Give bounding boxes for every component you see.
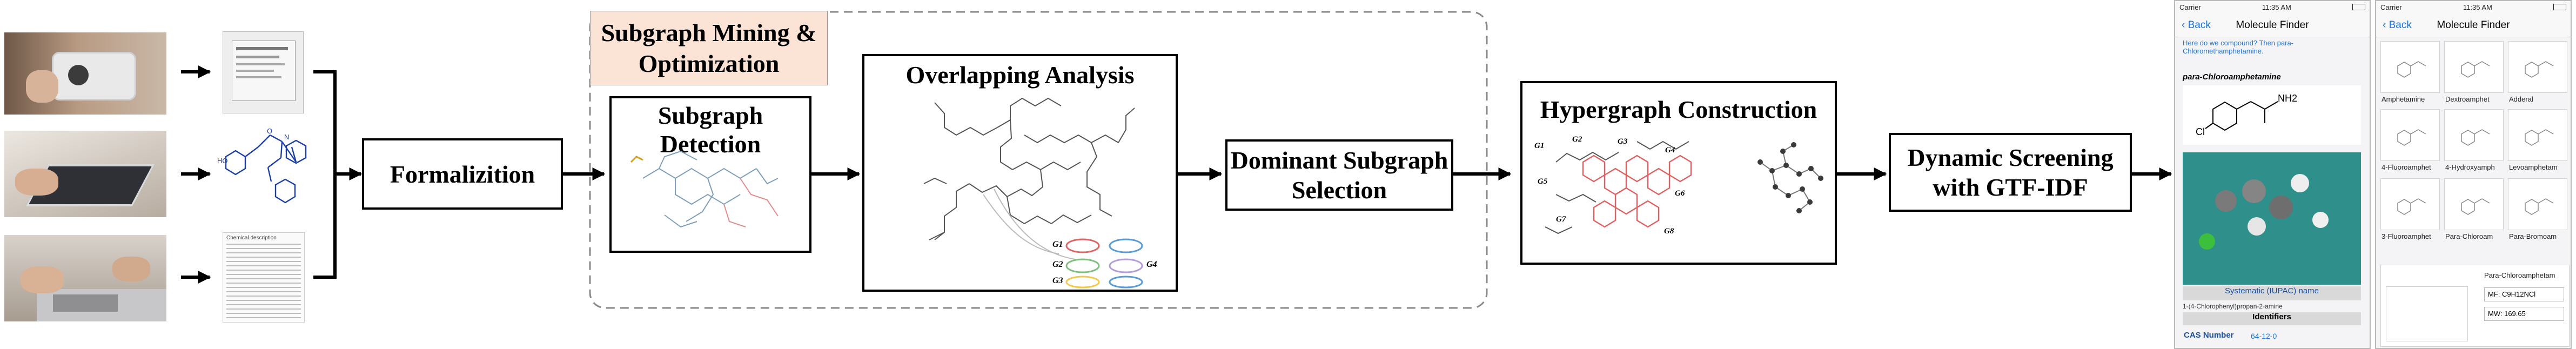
phone-screen-grid: Carrier 11:35 AM ‹ Back Molecule Finder … — [2375, 0, 2572, 349]
clock: 11:35 AM — [2262, 3, 2291, 11]
input-photo-tablet — [4, 131, 166, 217]
label-nh2: NH2 — [2278, 93, 2298, 104]
molecule-tile[interactable] — [2444, 109, 2504, 161]
hyper-node-g1: G1 — [1534, 142, 1545, 150]
status-bar: Carrier 11:35 AM — [2175, 1, 2370, 13]
svg-text:N: N — [284, 133, 289, 141]
screening-box: Dynamic Screening with GTF-IDF — [1889, 133, 2132, 212]
overlapping-analysis-label: Overlapping Analysis — [905, 61, 1135, 89]
chevron-left-icon: ‹ — [2182, 19, 2188, 31]
tile-caption: Levoamphetam — [2509, 163, 2558, 171]
cas-label: CAS Number — [2184, 331, 2234, 340]
tile-caption: 4-Hydroxyamph — [2445, 163, 2495, 171]
molecule-tile[interactable] — [2380, 41, 2440, 93]
identifiers-header: Identifiers — [2183, 312, 2361, 325]
svg-text:O: O — [267, 127, 272, 135]
molecule-tile[interactable] — [2508, 178, 2567, 230]
carrier-label: Carrier — [2179, 3, 2201, 11]
screening-label: Dynamic Screening with GTF-IDF — [1907, 143, 2114, 201]
hyper-node-g6: G6 — [1675, 189, 1685, 198]
svg-text:HO: HO — [217, 157, 228, 165]
label-cl: Cl — [2196, 126, 2205, 137]
battery-icon — [2553, 4, 2566, 10]
detail-name: Para-Chloroamphetam — [2484, 271, 2555, 279]
hyper-node-g4: G4 — [1665, 146, 1675, 155]
tile-caption: Para-Chloroam — [2445, 232, 2493, 240]
overlapping-analysis-box: Overlapping Analysis — [862, 54, 1178, 292]
phone-screen-detail: Carrier 11:35 AM ‹ Back Molecule Finder … — [2174, 0, 2371, 349]
tile-caption: 4-Fluoroamphet — [2382, 163, 2431, 171]
dominant-selection-label: Dominant Subgraph Selection — [1230, 146, 1448, 204]
mw-value: MW: 169.65 — [2488, 310, 2526, 318]
hyper-node-g5: G5 — [1538, 177, 1548, 186]
mining-title: Subgraph Mining & Optimization — [601, 18, 817, 78]
input-photo-phone — [4, 32, 166, 115]
hyper-node-g7: G7 — [1556, 215, 1566, 224]
intro-text[interactable]: Here do we compound? Then para-Chloromet… — [2183, 39, 2293, 55]
hyper-node-g2: G2 — [1572, 135, 1582, 144]
overlap-legend-g2: G2 — [1052, 260, 1063, 269]
back-button[interactable]: ‹ Back — [2182, 19, 2211, 31]
detail-thumbnail — [2386, 286, 2468, 341]
formalization-label: Formalizition — [390, 160, 535, 188]
mf-field: MF: C9H12NCl — [2484, 287, 2564, 301]
back-label: Back — [2389, 19, 2412, 31]
compound-heading: para-Chloroamphetamine — [2183, 72, 2281, 82]
overlap-legend-g4: G4 — [1146, 260, 1157, 269]
mining-title-box: Subgraph Mining & Optimization — [590, 11, 828, 85]
iupac-label: Systematic (IUPAC) name — [2225, 286, 2319, 296]
input-document-label — [223, 31, 304, 113]
molecule-tile[interactable] — [2444, 41, 2504, 93]
dominant-selection-box: Dominant Subgraph Selection — [1225, 139, 1453, 211]
back-button[interactable]: ‹ Back — [2383, 19, 2412, 31]
hypergraph-label: Hypergraph Construction — [1540, 96, 1817, 123]
molecule-3d-view — [2183, 152, 2361, 285]
tile-caption: Dextroamphet — [2445, 95, 2490, 103]
mf-value: MF: C9H12NCl — [2488, 290, 2536, 298]
tile-caption: Para-Bromoam — [2509, 232, 2557, 240]
hypergraph-box: Hypergraph Construction — [1520, 81, 1837, 265]
carrier-label: Carrier — [2380, 3, 2402, 11]
hyper-node-g3: G3 — [1618, 137, 1628, 146]
clock: 11:35 AM — [2463, 3, 2492, 11]
input-document-title: Chemical description — [226, 235, 277, 241]
overlap-legend-g1: G1 — [1052, 240, 1063, 249]
formalization-box: Formalizition — [362, 138, 563, 210]
subgraph-detection-label: Subgraph Detection — [658, 102, 763, 158]
input-photo-laptop — [4, 235, 166, 321]
nav-bar: ‹ Back Molecule Finder — [2175, 13, 2370, 37]
iupac-value: 1-(4-Chlorophenyl)propan-2-amine — [2183, 303, 2283, 310]
nav-title: Molecule Finder — [2236, 19, 2309, 31]
cas-value[interactable]: 64-12-0 — [2251, 332, 2277, 340]
detail-popup — [2380, 265, 2570, 347]
nav-title: Molecule Finder — [2437, 19, 2510, 31]
hyper-node-g8: G8 — [1664, 227, 1674, 236]
chevron-left-icon: ‹ — [2383, 19, 2389, 31]
iupac-header: Systematic (IUPAC) name — [2183, 286, 2361, 300]
mw-field: MW: 169.65 — [2484, 307, 2564, 321]
tile-caption: Amphetamine — [2382, 95, 2425, 103]
molecule-tile[interactable] — [2380, 178, 2440, 230]
battery-icon — [2352, 4, 2365, 10]
molecule-tile[interactable] — [2444, 178, 2504, 230]
input-document-text: Chemical description — [223, 232, 305, 323]
status-bar: Carrier 11:35 AM — [2376, 1, 2571, 13]
nav-bar: ‹ Back Molecule Finder — [2376, 13, 2571, 37]
molecule-tile[interactable] — [2508, 109, 2567, 161]
back-label: Back — [2188, 19, 2211, 31]
molecule-tile[interactable] — [2380, 109, 2440, 161]
tile-caption: 3-Fluoroamphet — [2382, 232, 2431, 240]
structure-panel — [2183, 85, 2361, 145]
subgraph-detection-box: Subgraph Detection — [609, 96, 811, 253]
compound-name: para-Chloroamphetamine — [2183, 72, 2281, 82]
molecule-tile[interactable] — [2508, 41, 2567, 93]
overlap-legend-g3: G3 — [1052, 276, 1063, 285]
tile-caption: Adderal — [2509, 95, 2533, 103]
